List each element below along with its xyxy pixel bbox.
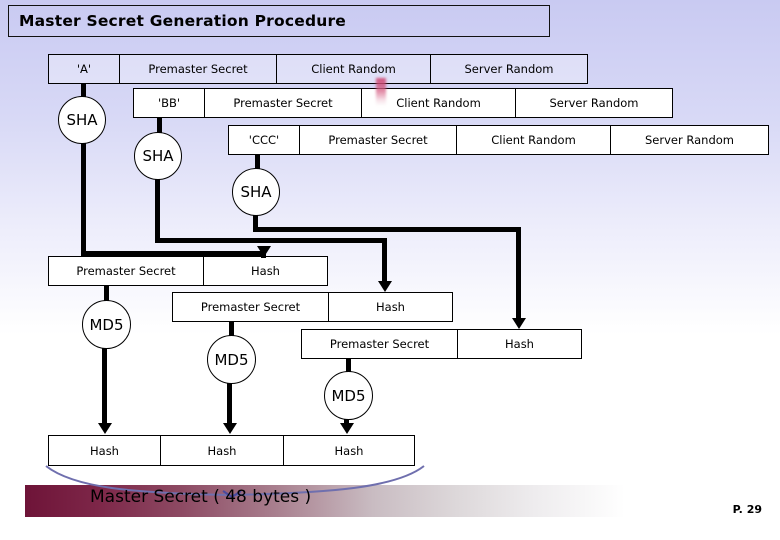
cell-premaster-secret: Premaster Secret <box>204 88 362 118</box>
connector-md5row1-to-md5-1 <box>104 286 109 302</box>
cell-hash: Hash <box>160 435 284 466</box>
page-number: P. 29 <box>732 503 762 516</box>
md5-circle-1: MD5 <box>82 300 131 349</box>
sha-input-row-2: 'BB' Premaster Secret Client Random Serv… <box>133 88 673 118</box>
connector-sha2-stem <box>382 238 387 283</box>
sha-circle-2: SHA <box>134 132 182 180</box>
sha-circle-1: SHA <box>58 96 106 144</box>
sha-circle-label: SHA <box>66 111 98 129</box>
sha-input-row-1: 'A' Premaster Secret Client Random Serve… <box>48 54 588 84</box>
connector-md5-1-down <box>102 347 107 425</box>
cell-hash: Hash <box>457 329 582 359</box>
slide-title-box: Master Secret Generation Procedure <box>8 5 550 37</box>
md5-circle-2: MD5 <box>207 335 256 384</box>
connector-md5-3-down <box>344 418 349 426</box>
connector-row1-to-sha1 <box>81 84 86 98</box>
md5-input-row-1: Premaster Secret Hash <box>48 256 328 286</box>
convergence-brace <box>45 465 425 498</box>
cell-hash: Hash <box>203 256 328 286</box>
arrow-md5-1-to-hash <box>98 423 112 434</box>
cell-premaster-secret: Premaster Secret <box>119 54 277 84</box>
arrow-sha3-to-hash3 <box>512 318 526 329</box>
sha-circle-label: SHA <box>240 183 272 201</box>
sha-input-row-3: 'CCC' Premaster Secret Client Random Ser… <box>228 125 769 155</box>
cell-client-random: Client Random <box>456 125 611 155</box>
connector-sha1-down <box>81 142 86 256</box>
connector-md5row2-to-md5-2 <box>229 322 234 338</box>
cell-client-random: Client Random <box>276 54 431 84</box>
cell-premaster-secret: Premaster Secret <box>172 292 329 322</box>
md5-input-row-2: Premaster Secret Hash <box>172 292 453 322</box>
page-title: Master Secret Generation Procedure <box>19 12 347 30</box>
connector-sha2-down <box>155 178 160 243</box>
connector-sha3-right <box>253 227 521 232</box>
cell-label-ccc: 'CCC' <box>228 125 300 155</box>
arrow-sha2-to-hash2 <box>378 281 392 292</box>
output-hash-row: Hash Hash Hash <box>48 435 415 466</box>
md5-circle-3: MD5 <box>324 371 373 420</box>
arrow-sha1-to-hash1 <box>257 246 271 257</box>
connector-md5-2-down <box>227 382 232 425</box>
cell-hash: Hash <box>328 292 453 322</box>
arrow-md5-2-to-hash <box>223 423 237 434</box>
cell-label-a: 'A' <box>48 54 120 84</box>
connector-md5row3-to-md5-3 <box>346 359 351 375</box>
md5-input-row-3: Premaster Secret Hash <box>301 329 582 359</box>
connector-sha2-right <box>155 238 387 243</box>
cell-premaster-secret: Premaster Secret <box>301 329 458 359</box>
cell-premaster-secret: Premaster Secret <box>299 125 457 155</box>
cell-server-random: Server Random <box>515 88 673 118</box>
master-secret-label: Master Secret ( 48 bytes ) <box>90 487 312 507</box>
connector-sha1-right <box>81 251 266 256</box>
connector-row2-to-sha2 <box>157 118 162 134</box>
cell-hash: Hash <box>283 435 415 466</box>
arrow-md5-3-to-hash <box>340 423 354 434</box>
sha-circle-label: SHA <box>142 147 174 165</box>
cell-premaster-secret: Premaster Secret <box>48 256 204 286</box>
cell-server-random: Server Random <box>430 54 588 84</box>
connector-sha3-stem <box>516 227 521 320</box>
sha-circle-3: SHA <box>232 168 280 216</box>
cell-client-random: Client Random <box>361 88 516 118</box>
cell-label-bb: 'BB' <box>133 88 205 118</box>
md5-circle-label: MD5 <box>214 350 249 369</box>
cell-server-random: Server Random <box>610 125 769 155</box>
connector-row3-to-sha3 <box>255 155 260 171</box>
md5-circle-label: MD5 <box>89 315 124 334</box>
md5-circle-label: MD5 <box>331 386 366 405</box>
connector-sha3-down <box>253 214 258 232</box>
highlight-marker-artifact <box>376 78 386 106</box>
